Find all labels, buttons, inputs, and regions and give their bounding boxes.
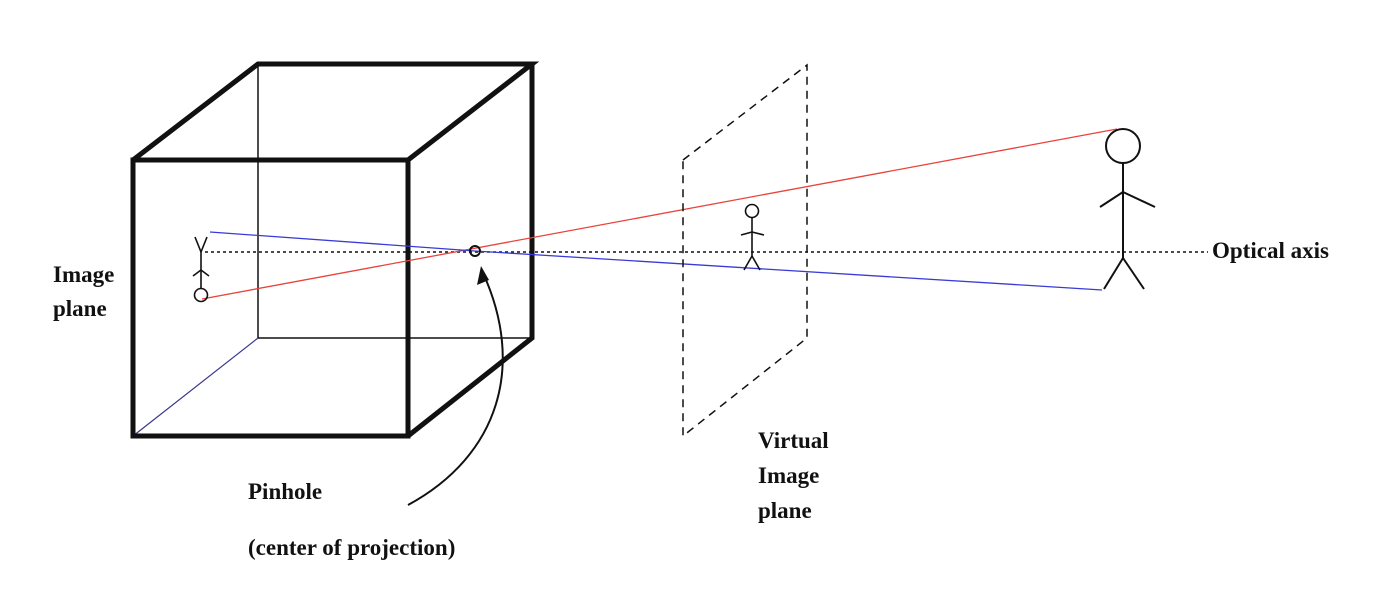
inverted-image-figure — [192, 236, 210, 303]
pinhole-pointer-arrow — [407, 272, 504, 506]
box-top-face — [131, 61, 540, 162]
virtual-image-figure — [740, 203, 765, 271]
pinhole-label: Pinhole — [248, 479, 322, 504]
box-front-face — [130, 157, 411, 439]
image-plane-label: Image plane — [53, 262, 120, 321]
optical-axis-label: Optical axis — [1212, 238, 1329, 263]
virtual-image-plane-label: Virtual Image plane — [758, 428, 834, 523]
virtual-image-plane — [682, 63, 808, 438]
box-right-face — [406, 64, 535, 438]
object-figure — [1099, 128, 1156, 290]
pinhole-marker — [469, 245, 481, 257]
center-of-projection-label: (center of projection) — [248, 535, 455, 560]
pinhole-pointer-arrowhead — [477, 266, 489, 285]
camera-box — [130, 61, 540, 439]
ray-head-to-image — [201, 128, 1118, 300]
box-back-diagonal-edge — [132, 337, 259, 437]
ray-feet-to-image — [209, 231, 1103, 291]
